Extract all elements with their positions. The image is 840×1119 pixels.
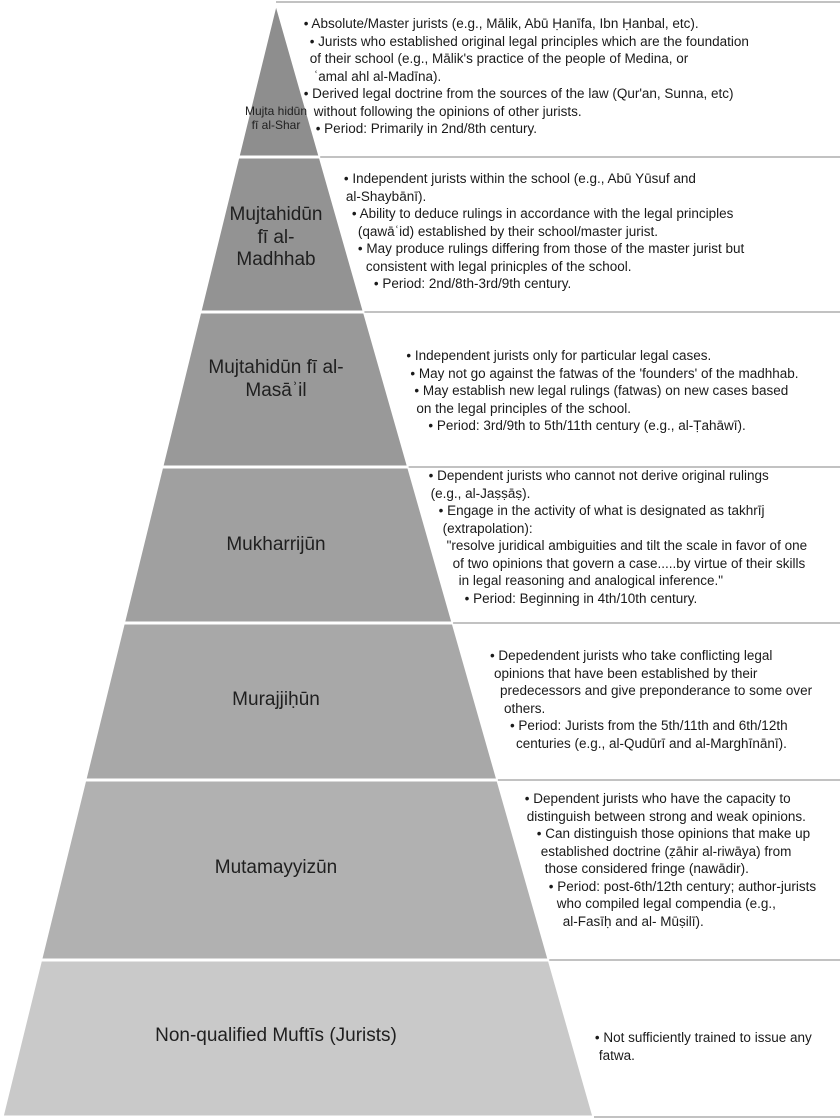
tier-5-label: Murajjiḥūn [126,689,426,712]
description-line: centuries (e.g., al-Qudūrī and al-Marghī… [515,735,787,751]
description-line: al-Shaybānī). [345,188,427,204]
description-line: of their school (e.g., Mālik's practice … [309,51,689,66]
description-line: others. [503,700,546,716]
description-line: on the legal principles of the school. [416,400,632,416]
description-line: • Depedendent jurists who take conflicti… [489,648,773,663]
tier-label-line: Mujtahidūn [229,203,323,225]
tier-label-line: Madhhab [236,249,316,271]
description-line: • Period: Primarily in 2nd/8th century. [315,121,538,136]
description-line: consistent with legal prinicples of the … [365,258,632,274]
description-line: • Jurists who established original legal… [309,33,749,49]
description-line: • May produce rulings differing from tho… [357,241,745,256]
tier-7-label: Non-qualified Muftīs (Jurists) [126,1025,426,1048]
description-line: • Period: 3rd/9th to 5th/11th century (e… [428,418,746,433]
description-line: al-Fasīḥ and al- Mūṣilī). [562,913,704,929]
description-line: • Dependent jurists who have the capacit… [524,791,791,806]
description-line: • Independent jurists only for particula… [406,348,712,363]
description-line: ʿamal ahl al-Madīna). [313,68,442,84]
tier-label-line: Non-qualified Muftīs (Jurists) [155,1024,397,1046]
description-line: "resolve juridical ambiguities and tilt … [446,538,808,553]
description-line: • Engage in the activity of what is desi… [438,503,765,518]
description-line: • Derived legal doctrine from the source… [303,86,734,101]
tier-2-description: • Independent jurists within the school … [344,170,840,293]
tier-4-label: Mukharrijūn [126,534,426,557]
tier-label-line: Mujtahidūn fī al- [208,357,344,379]
description-line: • Dependent jurists who cannot not deriv… [428,468,769,483]
tier-4-description: • Dependent jurists who cannot not deriv… [429,467,840,607]
description-line: (qawāʿid) established by their school/ma… [357,223,659,239]
description-line: fatwa. [598,1047,635,1063]
description-line: • Absolute/Master jurists (e.g., Mālik, … [303,16,699,31]
tier-label-line: Mujta hidūn [244,103,308,118]
description-line: (e.g., al-Jaṣṣāṣ). [430,485,531,501]
tier-6-label: Mutamayyizūn [126,857,426,880]
tier-3-label: Mujtahidūn fī al-Masāʾil [126,357,426,403]
description-line: • Period: post-6th/12th century; author-… [548,878,817,894]
description-line: • Not sufficiently trained to issue any [594,1030,812,1045]
tier-label-line: Mukharrijūn [226,533,326,555]
tier-label-line: fī al- [257,226,295,248]
description-line: • Can distinguish those opinions that ma… [536,826,811,841]
description-line: established doctrine (ẓāhir al-riwāya) f… [540,843,792,859]
description-line: (extrapolation): [442,520,533,536]
tier-5-description: • Depedendent jurists who take conflicti… [490,647,840,752]
description-line: opinions that have been established by t… [493,665,758,681]
description-line: • Period: Jurists from the 5th/11th and … [509,718,788,733]
description-line: those considered fringe (nawādir). [544,861,749,876]
tier-label-line: Masāʾil [245,379,307,401]
description-line: in legal reasoning and analogical infere… [458,573,724,588]
description-line: who compiled legal compendia (e.g., [556,896,776,911]
description-line: without following the opinions of other … [313,103,582,119]
tier-label-line: Mutamayyizūn [214,856,338,878]
description-line: • Period: Beginning in 4th/10th century. [464,590,698,606]
tier-6-description: • Dependent jurists who have the capacit… [525,790,840,930]
tier-1-description: • Absolute/Master jurists (e.g., Mālik, … [304,15,840,138]
description-line: • May establish new legal rulings (fatwa… [414,383,789,398]
description-line: • Independent jurists within the school … [343,171,696,186]
tier-7-description: • Not sufficiently trained to issue any f… [595,1029,840,1064]
description-line: distinguish between strong and weak opin… [526,808,806,824]
description-line: • May not go against the fatwas of the '… [410,365,799,381]
tier-3-description: • Independent jurists only for particula… [406,347,840,435]
description-line: predecessors and give preponderance to s… [499,683,813,698]
tier-label-line: Murajjiḥūn [232,688,320,710]
tier-label-line: fī al-Shar [251,117,301,132]
description-line: of two opinions that govern a case.....b… [452,555,806,571]
description-line: • Ability to deduce rulings in accordanc… [351,206,734,221]
description-line: • Period: 2nd/8th-3rd/9th century. [373,276,572,291]
